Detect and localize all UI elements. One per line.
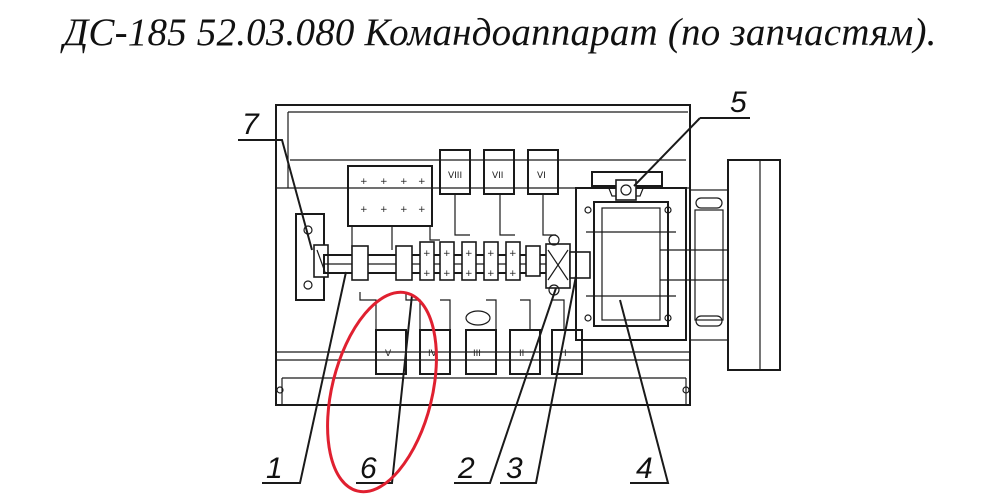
svg-text:+: +: [400, 205, 408, 215]
leader-lines: [238, 117, 750, 484]
callout-4: 4: [636, 452, 653, 485]
roman-b2: IV: [428, 349, 438, 359]
top-fitting-part-5: [591, 171, 663, 201]
svg-text:+: +: [487, 249, 495, 259]
callout-5: 5: [730, 86, 747, 119]
svg-text:+: +: [418, 177, 426, 187]
roman-top1: VIII: [448, 171, 462, 181]
top-switches: + + + + + + + + VIII VII VI: [347, 149, 559, 250]
callout-2: 2: [457, 452, 475, 485]
roman-b5: I: [564, 349, 567, 359]
housing: [275, 104, 691, 406]
svg-text:+: +: [418, 205, 426, 215]
roman-top3: VI: [537, 171, 546, 181]
svg-text:+: +: [360, 177, 368, 187]
motor-mount: [660, 159, 781, 371]
bottom-switches: V IV III II I: [359, 292, 583, 375]
roman-b1: V: [385, 349, 392, 359]
svg-text:+: +: [443, 269, 451, 279]
drawing-title: ДС-185 52.03.080 Командоаппарат (по запч…: [63, 11, 937, 54]
roman-top2: VII: [492, 171, 503, 181]
svg-text:+: +: [400, 177, 408, 187]
svg-text:+: +: [487, 269, 495, 279]
roman-b4: II: [519, 349, 524, 359]
highlight-ellipse: [326, 290, 438, 494]
callout-7: 7: [242, 108, 260, 141]
svg-text:+: +: [423, 249, 431, 259]
callout-labels: 7 5 1 6 2 3 4: [242, 86, 747, 485]
roman-b3: III: [473, 349, 481, 359]
callout-3: 3: [506, 452, 523, 485]
svg-text:+: +: [423, 269, 431, 279]
callout-1: 1: [266, 452, 283, 485]
coupling: [545, 234, 591, 296]
cam-discs: + + + + + + + + + +: [351, 241, 541, 281]
svg-text:+: +: [443, 249, 451, 259]
svg-text:+: +: [509, 249, 517, 259]
svg-text:+: +: [380, 205, 388, 215]
svg-text:+: +: [360, 205, 368, 215]
callout-6: 6: [360, 452, 377, 485]
svg-text:+: +: [465, 249, 473, 259]
motor-part-4: [575, 187, 687, 341]
svg-text:+: +: [509, 269, 517, 279]
svg-text:+: +: [465, 269, 473, 279]
svg-text:+: +: [380, 177, 388, 187]
